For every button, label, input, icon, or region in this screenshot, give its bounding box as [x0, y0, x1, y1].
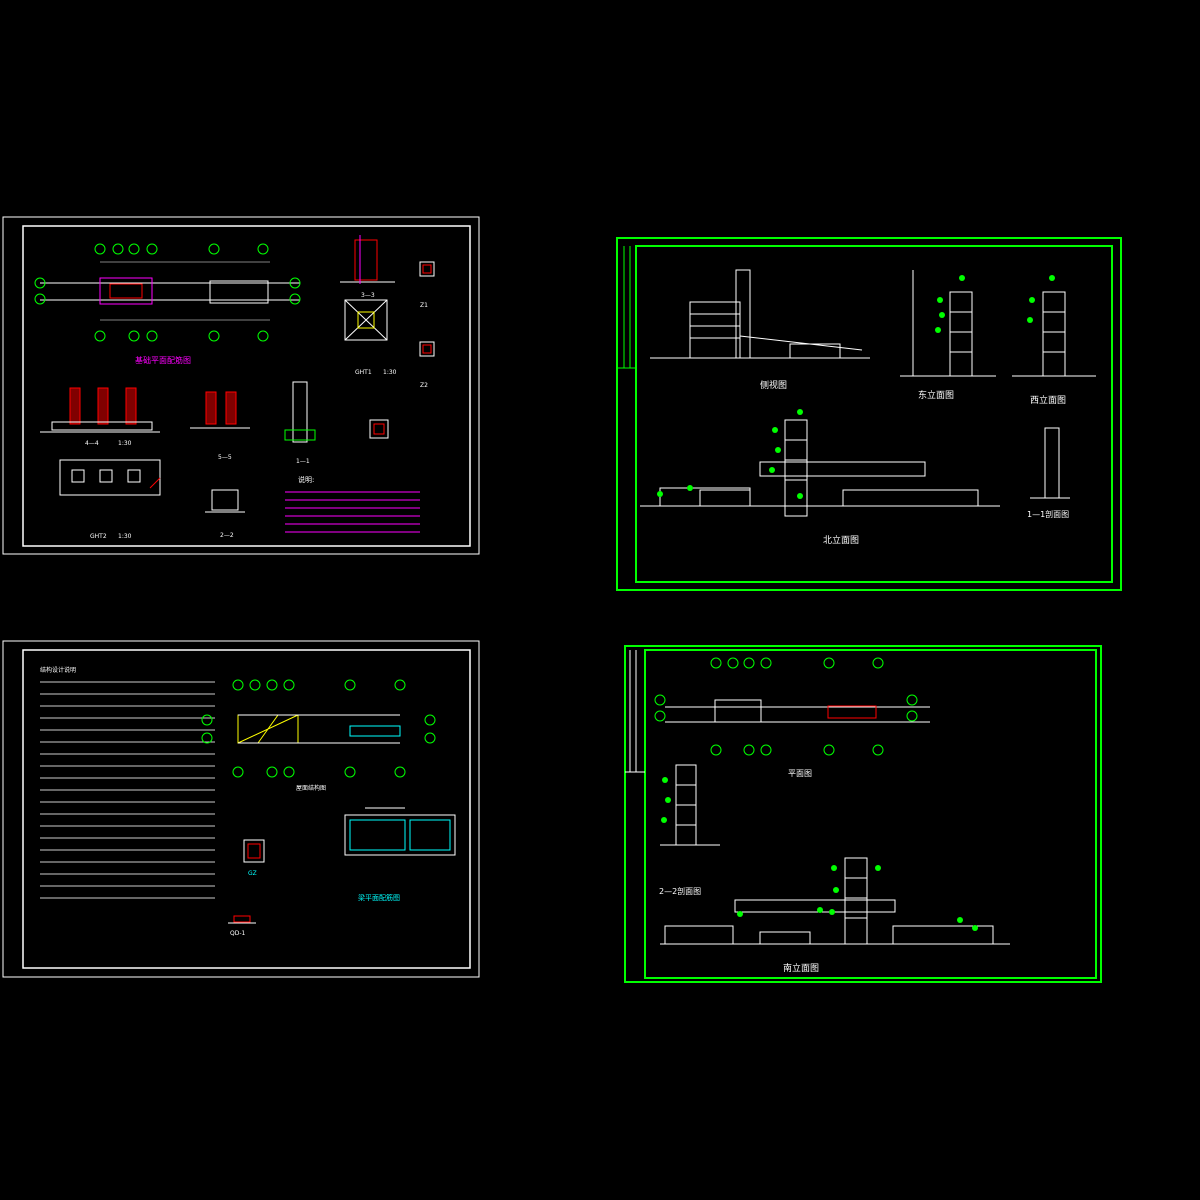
ght1-scale: 1:30 — [383, 369, 397, 376]
ght2-detail — [59, 459, 161, 496]
section-44-label: 4—4 — [85, 440, 99, 447]
side-view-drawing — [650, 269, 870, 359]
section-22-south-trees — [661, 777, 671, 823]
ght2-scale: 1:30 — [118, 533, 132, 540]
foundation-plan — [34, 243, 301, 342]
qd1-detail — [228, 915, 256, 924]
east-elevation-drawing — [900, 270, 996, 377]
section-44-detail — [40, 387, 160, 433]
section-22-label: 2—2 — [220, 532, 234, 539]
south-elevation-drawing — [660, 857, 1010, 945]
beam-reinforcement-plan — [344, 807, 456, 856]
gate-plan-drawing — [665, 699, 930, 723]
gate-plan-label: 平面图 — [788, 769, 812, 778]
foundation-notes-lines — [285, 491, 420, 533]
z2-label: Z2 — [420, 382, 428, 389]
sheet-foundation: 基础平面配筋图 3—3 GHT1 1:30 Z1 Z2 — [2, 216, 480, 555]
west-elevation-trees — [1027, 275, 1055, 323]
roof-plan-axis-bubbles — [201, 679, 436, 778]
gz-column-section — [243, 839, 265, 863]
column-z2 — [419, 341, 435, 357]
ght2-label: GHT2 — [90, 533, 107, 540]
qd1-label: QD-1 — [230, 930, 246, 937]
east-elevation-label: 东立面图 — [918, 389, 954, 401]
sheet-structural: 结构设计说明 — [2, 640, 480, 978]
z1-label: Z1 — [420, 302, 428, 309]
section-22-detail — [205, 489, 245, 513]
south-elevation-trees — [737, 865, 978, 931]
west-elevation-label: 西立面图 — [1030, 394, 1066, 406]
section-11-detail — [284, 381, 316, 443]
foundation-plan-title: 基础平面配筋图 — [135, 355, 191, 365]
south-elevation-label: 南立面图 — [783, 962, 819, 974]
west-elevation-drawing — [1012, 291, 1096, 377]
foundation-notes-title: 说明: — [298, 475, 314, 484]
section-11-elev-label: 1—1剖面图 — [1027, 509, 1069, 519]
section-11-label: 1—1 — [296, 458, 310, 465]
gz-detail — [369, 419, 389, 439]
structural-notes-title: 结构设计说明 — [40, 666, 76, 674]
north-elevation-drawing — [640, 419, 1000, 517]
gate-plan-axis-bubbles — [654, 657, 918, 756]
roof-structure-plan — [237, 714, 401, 744]
section-22-south-label: 2—2剖面图 — [659, 886, 701, 896]
side-view-label: 侧视图 — [760, 379, 787, 391]
section-55-detail — [190, 391, 250, 429]
structural-notes-lines — [40, 681, 215, 899]
north-elevation-trees — [657, 409, 803, 499]
section-33-label: 3—3 — [361, 292, 375, 299]
section-22-south — [660, 764, 720, 846]
section-44-scale: 1:30 — [118, 440, 132, 447]
sheet-elevations: 侧视图 东立面图 西立面图 — [616, 237, 1122, 591]
roof-plan-title: 屋面结构图 — [296, 784, 326, 792]
east-elevation-trees — [935, 275, 965, 333]
section-33-detail — [340, 235, 395, 284]
column-z1 — [419, 261, 435, 277]
pile-cap-detail — [344, 299, 388, 341]
ght1-label: GHT1 — [355, 369, 372, 376]
gz-label: GZ — [248, 870, 257, 877]
section-11-elev — [1030, 427, 1070, 499]
north-elevation-label: 北立面图 — [823, 534, 859, 546]
beam-plan-title: 梁平面配筋图 — [358, 893, 400, 902]
sheet-south-elevation: 平面图 2—2剖面图 南立面 — [624, 645, 1102, 983]
section-55-label: 5—5 — [218, 454, 232, 461]
